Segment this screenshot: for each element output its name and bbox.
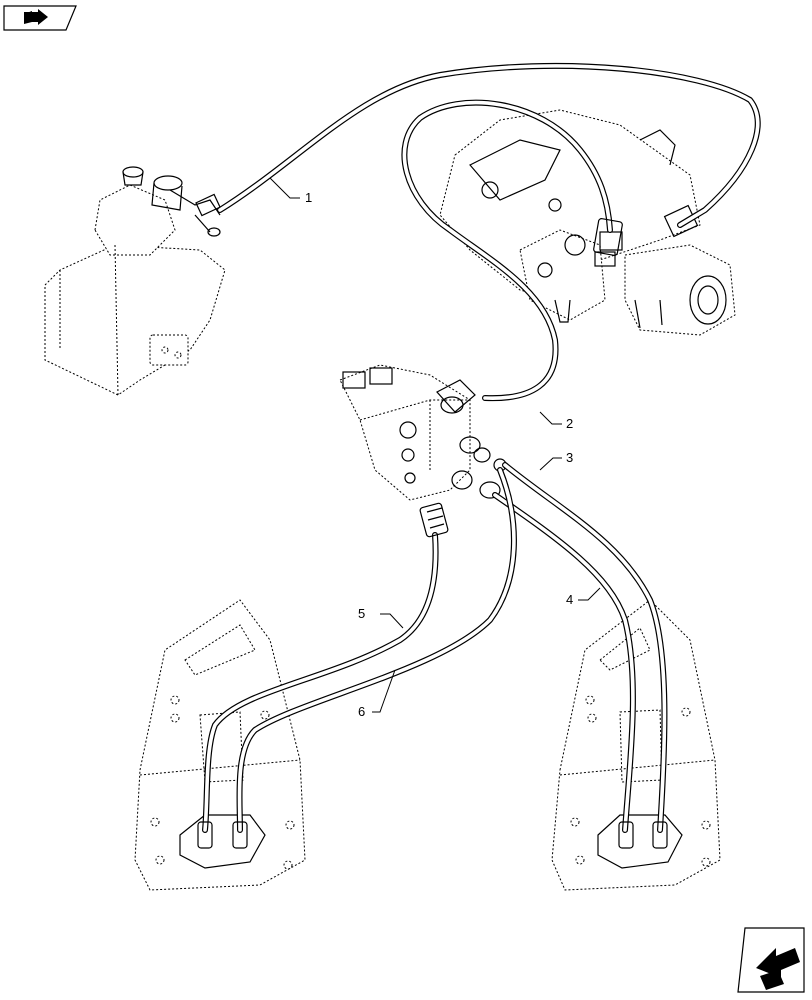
left-foot-pedal — [134, 599, 306, 891]
hydraulic-tank — [44, 166, 226, 396]
hose-6 — [236, 467, 517, 833]
hydraulic-pump — [439, 109, 736, 336]
callout-3: 3 — [566, 450, 573, 465]
callout-1: 1 — [305, 190, 312, 205]
hose-2 — [401, 99, 613, 402]
callout-6: 6 — [358, 704, 365, 719]
callout-5: 5 — [358, 606, 365, 621]
valve-block — [339, 364, 507, 501]
hose-1 — [217, 62, 761, 228]
callout-leaders — [269, 177, 601, 713]
callout-4: 4 — [566, 592, 573, 607]
right-foot-pedal — [551, 599, 721, 891]
next-page-arrow-icon[interactable] — [737, 927, 805, 993]
hose-5 — [202, 532, 439, 833]
callout-2: 2 — [566, 416, 573, 431]
hose-4 — [492, 492, 636, 833]
book-arrow-icon[interactable] — [3, 5, 77, 31]
hose-3 — [502, 462, 668, 833]
hose-fittings — [197, 218, 668, 849]
